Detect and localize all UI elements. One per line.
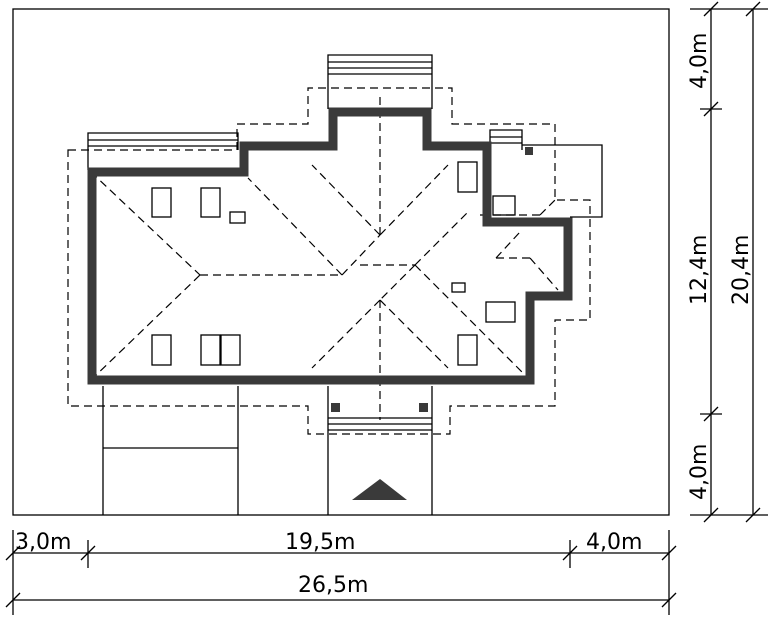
skylights	[151, 161, 516, 366]
dim-house-depth: 12,4m	[687, 235, 712, 305]
columns	[331, 147, 533, 412]
horizontal-dimensions	[5, 530, 677, 615]
top-terrace	[327, 54, 433, 109]
plot-boundary	[12, 8, 670, 516]
roof-ridges	[90, 95, 559, 420]
dim-total-depth: 20,4m	[729, 235, 754, 305]
dim-top-offset: 4,0m	[687, 33, 712, 89]
dim-right-offset: 4,0m	[586, 530, 642, 555]
exterior-walls	[87, 107, 573, 385]
entrance-path	[327, 386, 433, 515]
roof-eaves-outline	[67, 87, 591, 435]
right-annex	[522, 144, 603, 218]
dim-house-width: 19,5m	[285, 530, 355, 555]
left-terrace	[87, 132, 239, 170]
north-arrow-triangle-icon	[352, 479, 407, 500]
vertical-dimensions	[690, 1, 768, 523]
dim-bottom-offset: 4,0m	[687, 444, 712, 500]
dim-left-offset: 3,0m	[15, 530, 71, 555]
right-steps	[489, 129, 523, 150]
driveway	[102, 386, 239, 515]
dim-total-width: 26,5m	[298, 573, 368, 598]
